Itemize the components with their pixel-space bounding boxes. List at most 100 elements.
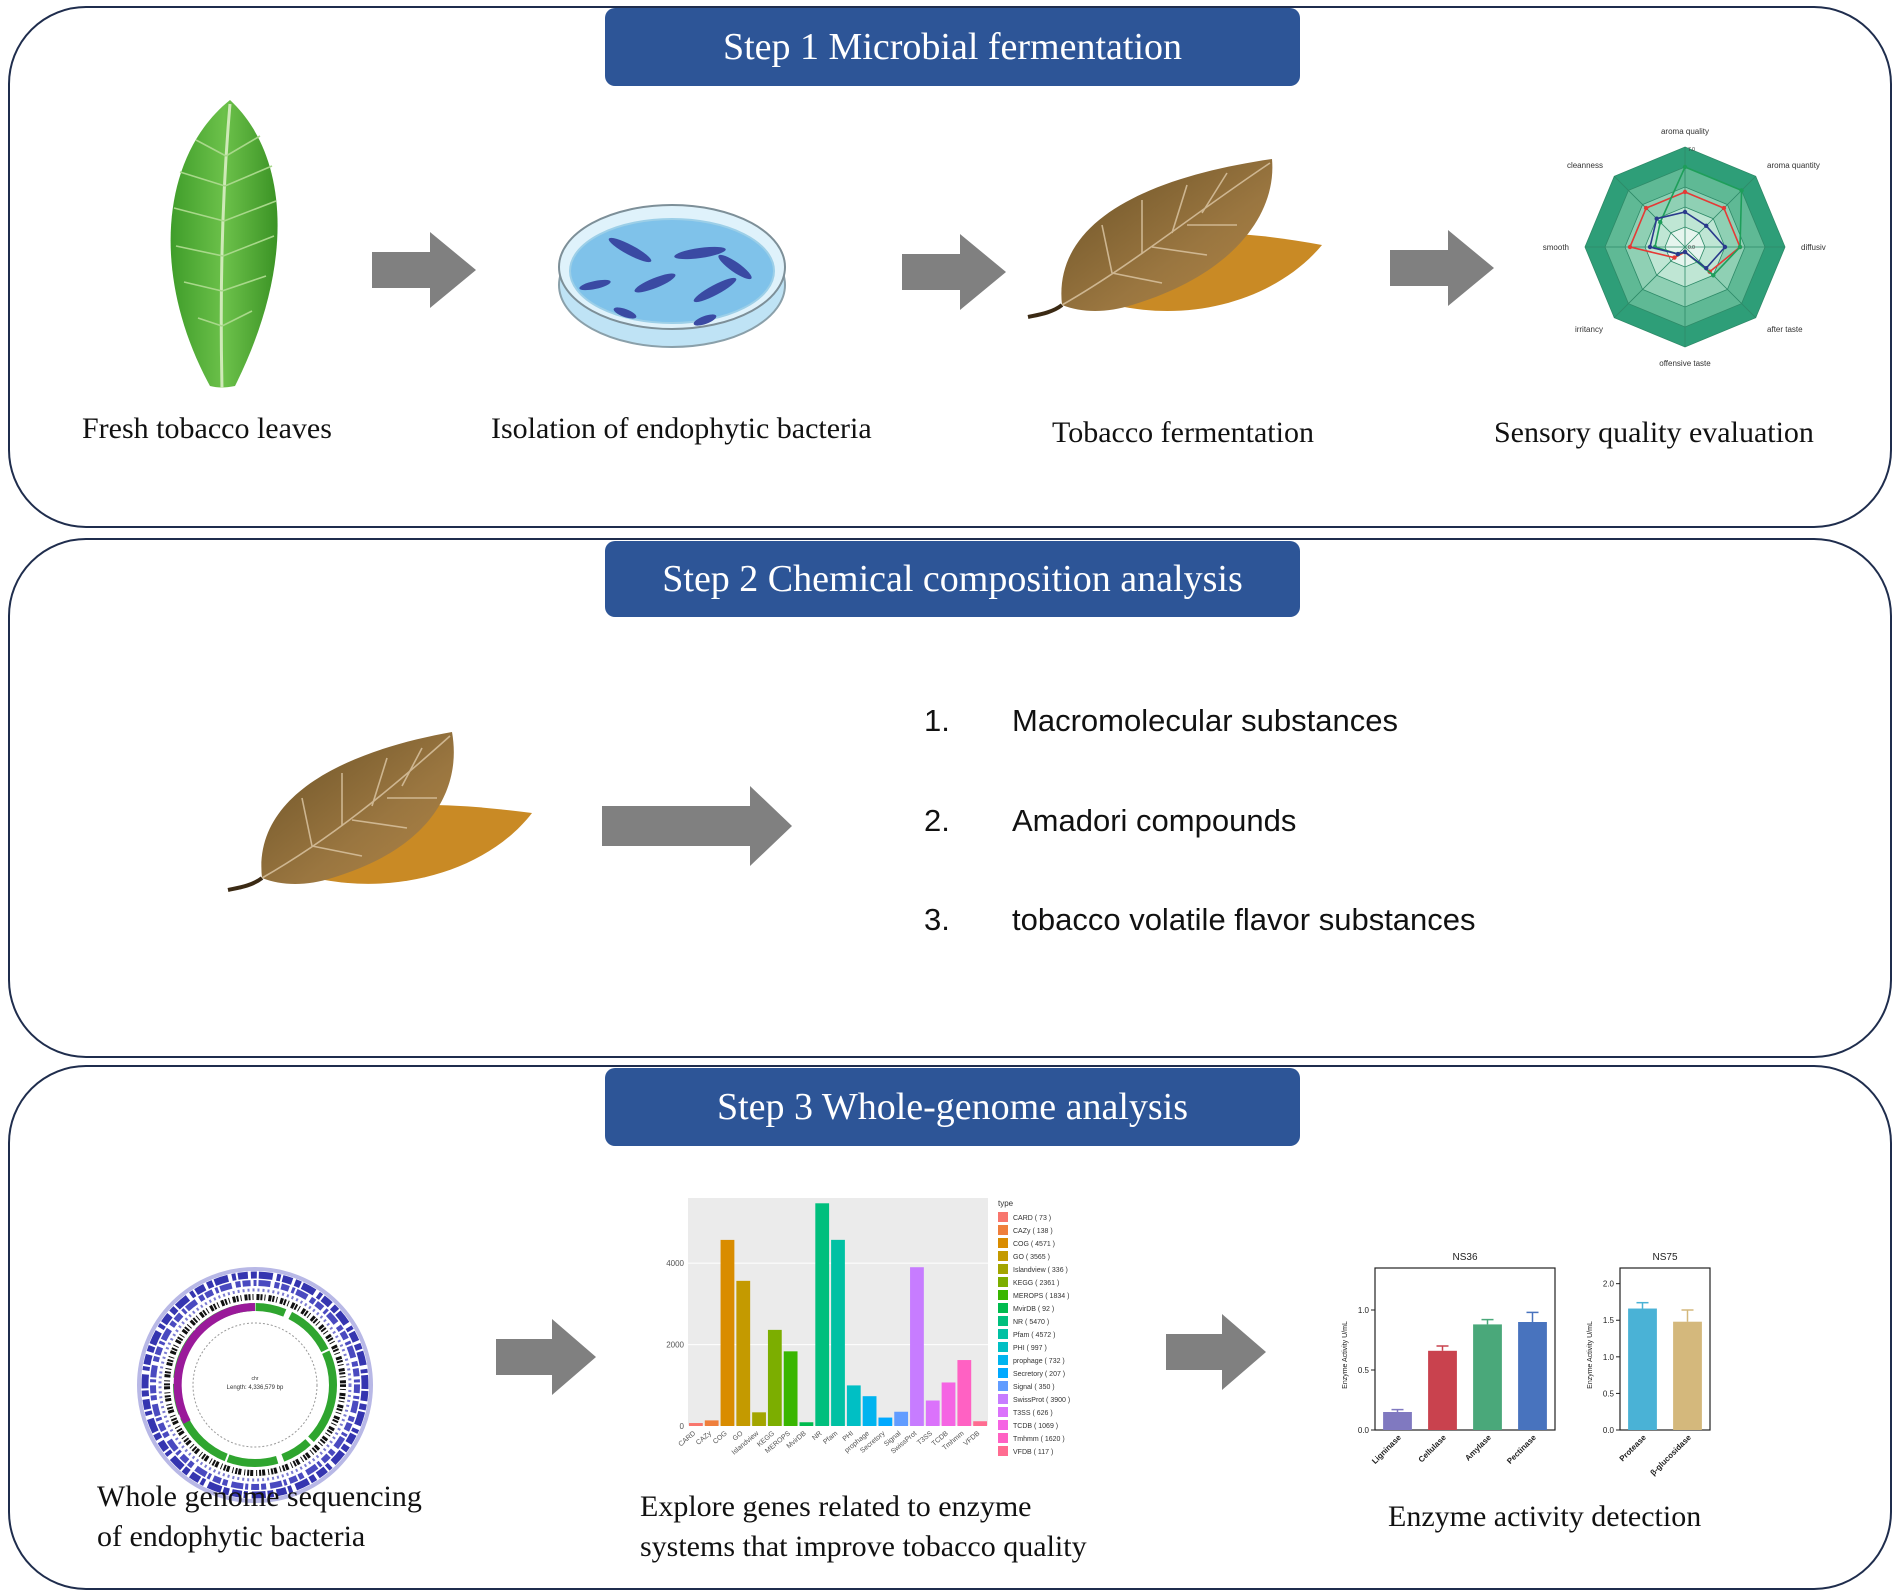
radar-point	[1704, 266, 1709, 271]
radar-tick-label: 0.0	[1688, 245, 1695, 251]
x-tick-label: VFDB	[963, 1430, 982, 1448]
legend-swatch	[998, 1342, 1008, 1352]
bar	[815, 1203, 830, 1426]
legend-swatch	[998, 1316, 1008, 1326]
list-item-text: tobacco volatile flavor substances	[1012, 902, 1476, 937]
bar	[1628, 1308, 1657, 1430]
caption-line: Explore genes related to enzyme	[640, 1490, 1032, 1523]
radar-point	[1658, 220, 1663, 225]
y-tick-label: 4000	[666, 1259, 684, 1268]
bar	[783, 1351, 798, 1426]
step1-title: Step 1 Microbial fermentation	[605, 8, 1300, 86]
radar-point	[1739, 188, 1744, 193]
genome-circle-map: chr Length: 4,336,579 bp	[137, 1267, 373, 1503]
radar-axis-label: smooth	[1543, 243, 1569, 252]
radar-point	[1704, 223, 1709, 228]
y-tick-label: 1.0	[1358, 1306, 1370, 1315]
legend-swatch	[998, 1303, 1008, 1313]
caption-line: Whole genome sequencing	[97, 1480, 422, 1513]
arrow-right-icon	[372, 232, 476, 308]
legend-label: PHI ( 997 )	[1013, 1345, 1047, 1352]
y-tick-label: 0	[680, 1422, 685, 1431]
radar-axis-label: cleanness	[1567, 161, 1603, 170]
legend-label: MvirDB ( 92 )	[1013, 1306, 1054, 1313]
x-tick-label: Cellulase	[1417, 1433, 1449, 1465]
y-tick-label: 0.0	[1358, 1426, 1370, 1435]
radar-point	[1672, 255, 1677, 260]
legend-label: KEGG ( 2361 )	[1013, 1280, 1059, 1287]
legend-label: CAZy ( 138 )	[1013, 1228, 1053, 1235]
legend-label: T3SS ( 626 )	[1013, 1410, 1053, 1417]
bar	[689, 1423, 703, 1426]
bar	[831, 1239, 845, 1426]
legend-swatch	[998, 1238, 1008, 1248]
arrow-right-icon	[902, 234, 1006, 310]
y-tick-label: 0.0	[1603, 1426, 1615, 1435]
bar	[941, 1382, 956, 1426]
bar	[1473, 1324, 1502, 1430]
radar-point	[1711, 273, 1716, 278]
legend-swatch	[998, 1251, 1008, 1261]
radar-point	[1721, 205, 1727, 211]
caption-fresh-tobacco-leaves: Fresh tobacco leaves	[82, 412, 332, 445]
genome-length-label: Length: 4,336,579 bp	[227, 1385, 284, 1391]
radar-point	[1675, 251, 1681, 257]
caption-line: systems that improve tobacco quality	[640, 1530, 1087, 1563]
step3-title: Step 3 Whole-genome analysis	[605, 1068, 1300, 1146]
caption-explore-genes: Explore genes related to enzyme systems …	[640, 1487, 1087, 1567]
radar-axis-label: offensive taste	[1659, 359, 1711, 368]
caption-whole-genome: Whole genome sequencing of endophytic ba…	[97, 1477, 422, 1557]
legend-swatch	[998, 1433, 1008, 1443]
legend-swatch	[998, 1407, 1008, 1417]
radar-point	[1647, 244, 1653, 250]
list-item-number: 1.	[924, 703, 950, 738]
bar	[1428, 1350, 1457, 1430]
x-tick-label: NR	[811, 1430, 823, 1442]
bar	[720, 1239, 735, 1426]
radar-point	[1682, 209, 1688, 215]
x-tick-label: Protease	[1618, 1433, 1649, 1464]
radar-point	[1643, 205, 1649, 211]
chart-title: NS36	[1452, 1252, 1477, 1263]
radar-axis-label: diffusiv	[1801, 243, 1826, 252]
radar-spoke	[1684, 176, 1756, 248]
legend-swatch	[998, 1329, 1008, 1339]
bar	[1383, 1412, 1412, 1430]
bar	[704, 1420, 719, 1426]
bar	[1518, 1322, 1547, 1430]
caption-sensory-quality: Sensory quality evaluation	[1494, 416, 1814, 449]
y-tick-label: 0.5	[1358, 1366, 1370, 1375]
legend-label: COG ( 4571 )	[1013, 1241, 1055, 1248]
x-tick-label: CARD	[677, 1430, 697, 1448]
arrow-right-icon	[1166, 1314, 1266, 1390]
radar-point	[1737, 244, 1743, 250]
fermented-leaf-icon	[1027, 159, 1322, 319]
x-tick-label: β-glucosidase	[1649, 1433, 1694, 1478]
legend-swatch	[998, 1290, 1008, 1300]
bar	[752, 1412, 766, 1426]
caption-isolation-endophytic: Isolation of endophytic bacteria	[491, 412, 872, 445]
legend-label: Tmhmm ( 1620 )	[1013, 1436, 1065, 1443]
list-item-number: 2.	[924, 803, 950, 838]
caption-line: of endophytic bacteria	[97, 1520, 366, 1553]
y-tick-label: 2.0	[1603, 1280, 1615, 1289]
bar	[957, 1360, 972, 1426]
fresh-leaf-icon	[170, 100, 278, 389]
x-tick-label: CAZy	[695, 1430, 713, 1447]
legend-swatch	[998, 1264, 1008, 1274]
x-tick-label: Ligninase	[1370, 1433, 1403, 1466]
bar	[925, 1400, 940, 1426]
radar-axis-label: irritancy	[1575, 325, 1603, 334]
legend-swatch	[998, 1446, 1008, 1456]
bar	[799, 1422, 814, 1426]
y-axis-label: Enzyme Activity U/mL	[1342, 1321, 1349, 1389]
legend-swatch	[998, 1212, 1008, 1222]
bar	[878, 1417, 893, 1426]
bar	[910, 1267, 924, 1426]
legend-label: SwissProt ( 3900 )	[1013, 1397, 1070, 1404]
legend-label: GO ( 3565 )	[1013, 1254, 1050, 1261]
bar	[973, 1421, 987, 1426]
legend-swatch	[998, 1394, 1008, 1404]
